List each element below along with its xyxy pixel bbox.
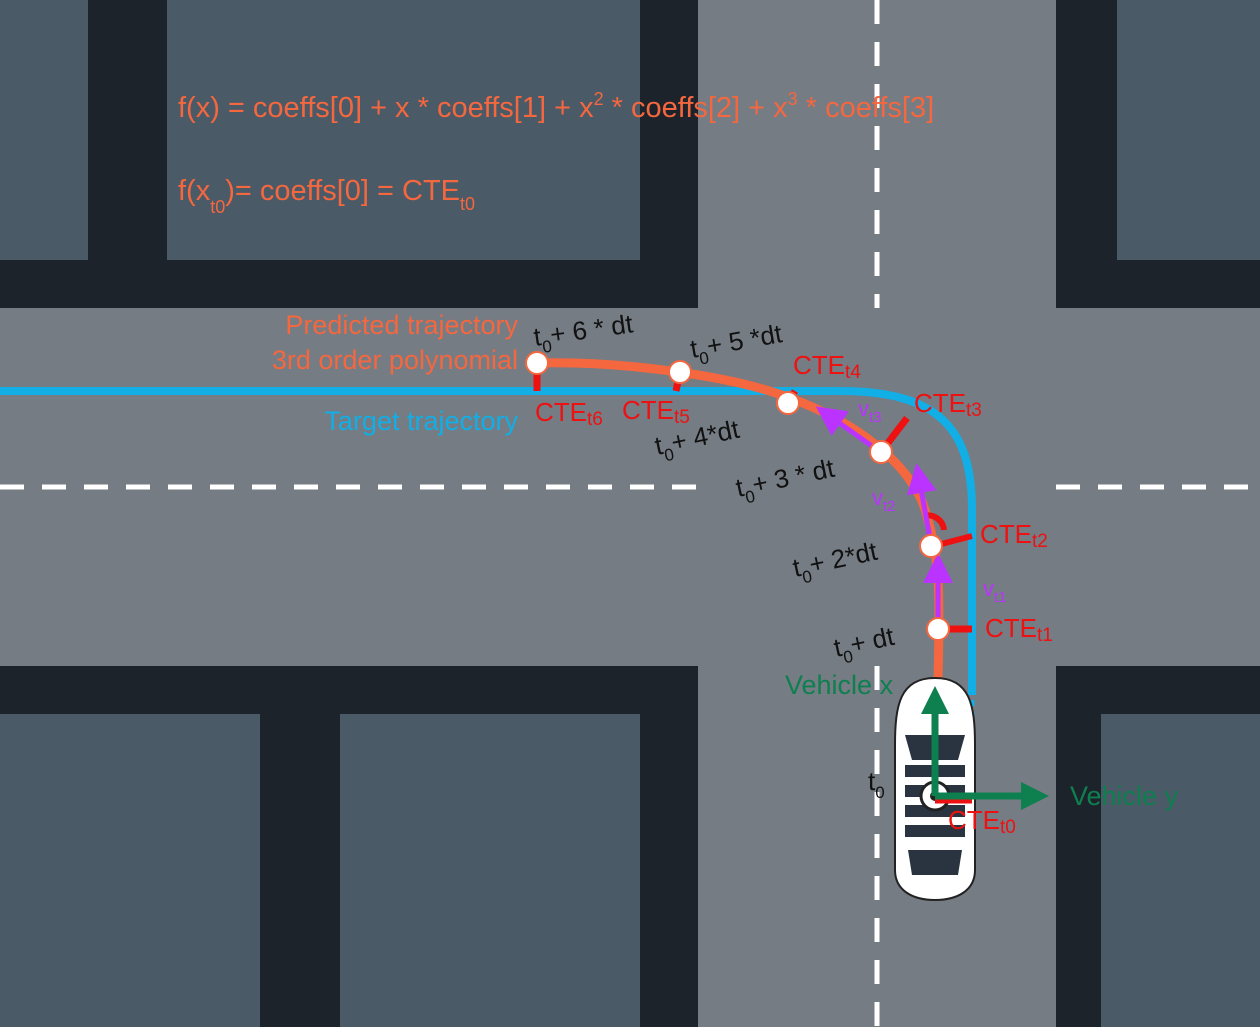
velocity-arrow-t3 [815, 406, 881, 454]
cte-label-t0: CTEt0 [948, 805, 1016, 838]
city-block [1101, 714, 1260, 1027]
city-block [0, 0, 88, 260]
trajectory-point [525, 351, 549, 375]
trajectory-point [668, 360, 692, 384]
city-block [1117, 0, 1260, 260]
city-block [0, 714, 260, 1027]
cte-label-t4: CTEt4 [793, 350, 861, 383]
vehicle-x-label: Vehicle x [785, 670, 894, 700]
trajectory-point [926, 617, 950, 641]
cte-formula: f(xt0)= coeffs[0] = CTEt0 [178, 175, 475, 217]
target-trajectory-label: Target trajectory [324, 406, 518, 436]
cte-label-t5: CTEt5 [622, 395, 690, 428]
trajectory-point [919, 534, 943, 558]
target-trajectory [0, 387, 976, 695]
vertical-road [698, 0, 1056, 1027]
velocity-label-t2: vt2 [872, 485, 896, 515]
velocity-label-t1: vt1 [983, 576, 1007, 606]
city-block [340, 714, 640, 1027]
vehicle-y-label: Vehicle y [1070, 781, 1179, 811]
cte-label-t2: CTEt2 [980, 519, 1048, 552]
polynomial-label: 3rd order polynomial [272, 345, 518, 375]
trajectory-point [776, 391, 800, 415]
velocity-label-t3: vt3 [858, 396, 882, 426]
time-label-t0: t0 [868, 766, 885, 802]
city-block [167, 0, 640, 260]
trajectory-point [869, 440, 893, 464]
predicted-trajectory-label: Predicted trajectory [285, 310, 518, 340]
cte-label-t6: CTEt6 [535, 397, 603, 430]
velocity-arrow-t2 [906, 463, 937, 545]
cte-label-t3: CTEt3 [914, 388, 982, 421]
polynomial-formula: f(x) = coeffs[0] + x * coeffs[1] + x2 * … [178, 89, 934, 124]
cte-label-t1: CTEt1 [985, 613, 1053, 646]
